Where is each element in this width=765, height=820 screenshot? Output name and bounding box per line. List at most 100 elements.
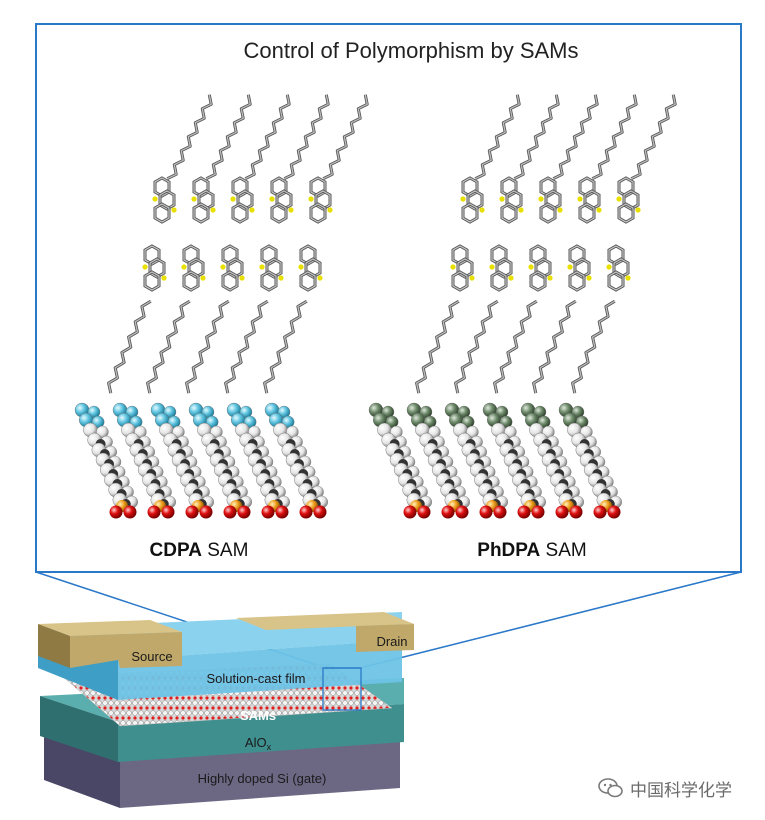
right-lower-core-2-ring-hl-1 bbox=[535, 258, 551, 278]
figure-title: Control of Polymorphism by SAMs bbox=[244, 38, 579, 63]
right-lower-core-3-sulfur-b bbox=[586, 275, 592, 281]
right-upper-core-0-ring-hl-1 bbox=[467, 190, 483, 210]
left-lower-core-3-ring-hl-1 bbox=[266, 258, 282, 278]
right-oxygen-b-5 bbox=[607, 505, 621, 519]
right-lower-core-0-ring-hl-1 bbox=[457, 258, 473, 278]
right-lower-chain-3-hl bbox=[532, 300, 577, 394]
left-upper-core-0-sulfur-b bbox=[171, 207, 177, 213]
right-oxygen-a-5 bbox=[593, 505, 607, 519]
right-upper-core-3-sulfur-a bbox=[577, 196, 583, 202]
left-lower-core-1-sulfur-b bbox=[200, 275, 206, 281]
left-upper-core-4-sulfur-b bbox=[327, 207, 333, 213]
right-upper-core-2-ring-hl-1 bbox=[545, 190, 561, 210]
left-sam-label: CDPA SAM bbox=[150, 540, 249, 561]
right-lower-core-3-ring-hl-1 bbox=[574, 258, 590, 278]
right-lower-core-1-sulfur-a bbox=[489, 264, 495, 270]
left-upper-core-2-ring-hl-1 bbox=[237, 190, 253, 210]
drain-top bbox=[236, 612, 414, 630]
right-upper-core-3-ring-hl-0 bbox=[579, 177, 595, 197]
left-upper-core-3-ring-hl-2 bbox=[271, 203, 287, 223]
right-lower-core-4-ring-hl-1 bbox=[613, 258, 629, 278]
oxide-front bbox=[40, 696, 118, 762]
film-face bbox=[118, 640, 402, 700]
left-lower-core-0-sulfur-a bbox=[142, 264, 148, 270]
left-oxygen-b-0 bbox=[123, 505, 137, 519]
right-oxygen-b-0 bbox=[417, 505, 431, 519]
right-lower-chain-1-hl bbox=[454, 300, 499, 394]
right-oxygen-a-0 bbox=[403, 505, 417, 519]
left-upper-core-4-sulfur-a bbox=[308, 196, 314, 202]
left-lower-core-4-sulfur-b bbox=[317, 275, 323, 281]
right-oxygen-a-4 bbox=[555, 505, 569, 519]
right-lower-core-4-sulfur-a bbox=[606, 264, 612, 270]
right-sam-name: PhDPA bbox=[477, 540, 540, 561]
right-upper-core-3-ring-hl-1 bbox=[584, 190, 600, 210]
right-sam-label: PhDPA SAM bbox=[477, 540, 586, 561]
left-lower-core-1-ring-hl-0 bbox=[183, 245, 199, 265]
left-upper-core-4-ring-hl-2 bbox=[310, 203, 326, 223]
right-lower-core-0-ring-hl-2 bbox=[452, 271, 468, 291]
left-lower-core-4-ring-hl-2 bbox=[300, 271, 316, 291]
source-pad bbox=[122, 642, 182, 666]
left-lower-core-4-ring-hl-0 bbox=[300, 245, 316, 265]
drain-face bbox=[356, 624, 414, 652]
right-upper-core-3-sulfur-b bbox=[596, 207, 602, 213]
right-lower-core-2-sulfur-a bbox=[528, 264, 534, 270]
source-front bbox=[38, 624, 70, 668]
right-upper-core-4-sulfur-a bbox=[616, 196, 622, 202]
right-upper-core-4-ring-hl-2 bbox=[618, 203, 634, 223]
left-upper-core-4-ring-hl-1 bbox=[315, 190, 331, 210]
left-lower-chain-2-hl bbox=[185, 300, 230, 394]
right-oxygen-b-3 bbox=[531, 505, 545, 519]
right-oxygen-b-1 bbox=[455, 505, 469, 519]
left-upper-core-0-ring-hl-0 bbox=[154, 177, 170, 197]
device-stack: Source Drain Solution-cast film SAMs AlO… bbox=[38, 612, 414, 808]
right-lower-core-4-sulfur-b bbox=[625, 275, 631, 281]
left-upper-core-0-ring-hl-2 bbox=[154, 203, 170, 223]
left-lower-core-1-ring-hl-1 bbox=[188, 258, 204, 278]
right-lower-chain-2-hl bbox=[493, 300, 538, 394]
left-sam-suffix: SAM bbox=[202, 540, 248, 561]
gate-face bbox=[120, 740, 400, 808]
left-oxygen-a-0 bbox=[109, 505, 123, 519]
right-lower-core-1-sulfur-b bbox=[508, 275, 514, 281]
right-lower-chain-4-hl bbox=[571, 300, 616, 394]
right-upper-core-2-sulfur-a bbox=[538, 196, 544, 202]
oxide-label-base: AlO bbox=[245, 735, 267, 750]
right-upper-chain-1-hl bbox=[514, 94, 559, 180]
right-upper-chain-2-hl bbox=[553, 94, 598, 180]
left-upper-chain-1-hl bbox=[206, 94, 251, 180]
left-upper-core-3-sulfur-b bbox=[288, 207, 294, 213]
right-upper-core-1-sulfur-a bbox=[499, 196, 505, 202]
right-lower-chain-0-hl bbox=[415, 300, 460, 394]
left-upper-core-0-sulfur-a bbox=[152, 196, 158, 202]
left-upper-chain-0-hl bbox=[167, 94, 212, 180]
left-lower-core-0-sulfur-b bbox=[161, 275, 167, 281]
left-lower-chain-4-hl bbox=[263, 300, 308, 394]
right-lower-core-4-ring-hl-2 bbox=[608, 271, 624, 291]
right-lower-core-0-ring-hl-0 bbox=[452, 245, 468, 265]
left-upper-core-3-sulfur-a bbox=[269, 196, 275, 202]
right-upper-core-0-ring-hl-2 bbox=[462, 203, 478, 223]
left-lower-core-2-ring-hl-0 bbox=[222, 245, 238, 265]
film-label: Solution-cast film bbox=[207, 671, 306, 686]
sams-label: SAMs bbox=[240, 708, 276, 723]
right-oxygen-b-4 bbox=[569, 505, 583, 519]
right-upper-core-2-sulfur-b bbox=[557, 207, 563, 213]
right-lower-core-1-ring-hl-2 bbox=[491, 271, 507, 291]
right-upper-core-4-ring-hl-0 bbox=[618, 177, 634, 197]
right-lower-core-1-ring-hl-1 bbox=[496, 258, 512, 278]
molecule-layer bbox=[74, 94, 677, 519]
right-lower-core-0-sulfur-b bbox=[469, 275, 475, 281]
left-lower-chain-1-hl bbox=[146, 300, 191, 394]
left-lower-core-4-ring-hl-1 bbox=[305, 258, 321, 278]
left-lower-core-4-sulfur-a bbox=[298, 264, 304, 270]
right-lower-core-4-ring-hl-0 bbox=[608, 245, 624, 265]
source-top bbox=[38, 620, 182, 636]
left-oxygen-a-5 bbox=[299, 505, 313, 519]
right-upper-chain-4-hl bbox=[631, 94, 676, 180]
left-lower-core-1-ring-hl-2 bbox=[183, 271, 199, 291]
left-lower-chain-3-hl bbox=[224, 300, 269, 394]
right-oxygen-a-1 bbox=[441, 505, 455, 519]
